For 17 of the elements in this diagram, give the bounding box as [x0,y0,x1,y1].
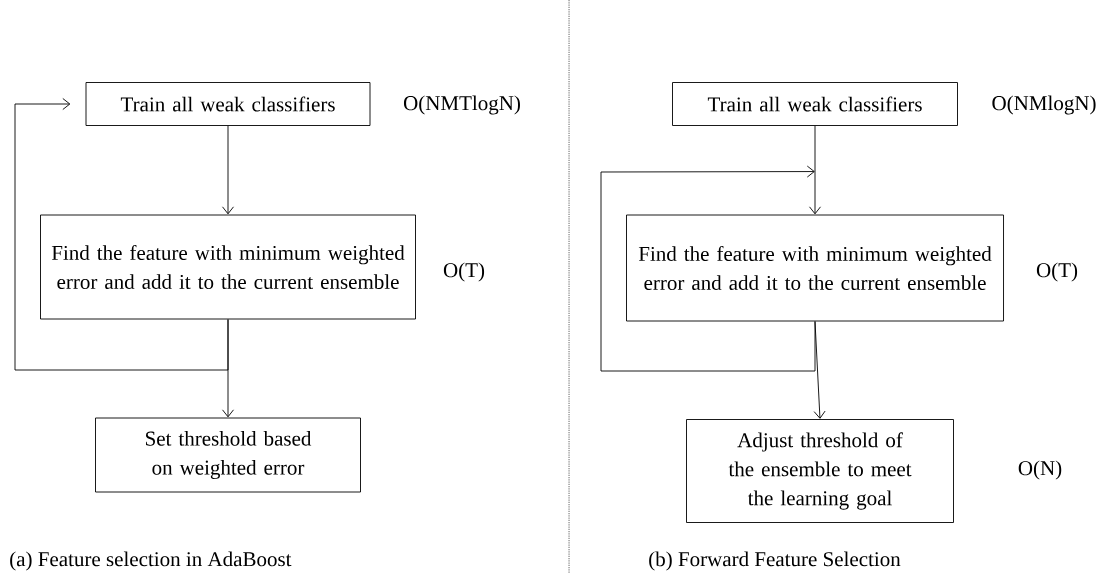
caption: (a) Feature selection in AdaBoost [10,551,292,571]
process-box: Set threshold based on weighted error [95,417,361,493]
arrow [600,165,816,372]
arrow [14,98,229,371]
complexity-label: O(T) [1036,262,1078,282]
complexity-label: O(NMTlogN) [403,95,520,115]
caption: (b) Forward Feature Selection [649,551,901,571]
complexity-label: O(N) [1018,460,1062,480]
process-box: Train all weak classifiers [672,82,958,126]
complexity-label: O(NMlogN) [992,95,1096,115]
arrow [222,125,234,215]
complexity-label: O(T) [443,262,485,282]
arrow [809,125,821,215]
process-box: Find the feature with minimum weighted error and add it to the current ensemble [626,214,1004,322]
process-box: Train all weak classifiers [85,82,371,126]
process-box: Adjust threshold of the ensemble to meet the learning goal [686,419,954,523]
process-box: Find the feature with minimum weighted error and add it to the current ensemble [40,214,416,320]
